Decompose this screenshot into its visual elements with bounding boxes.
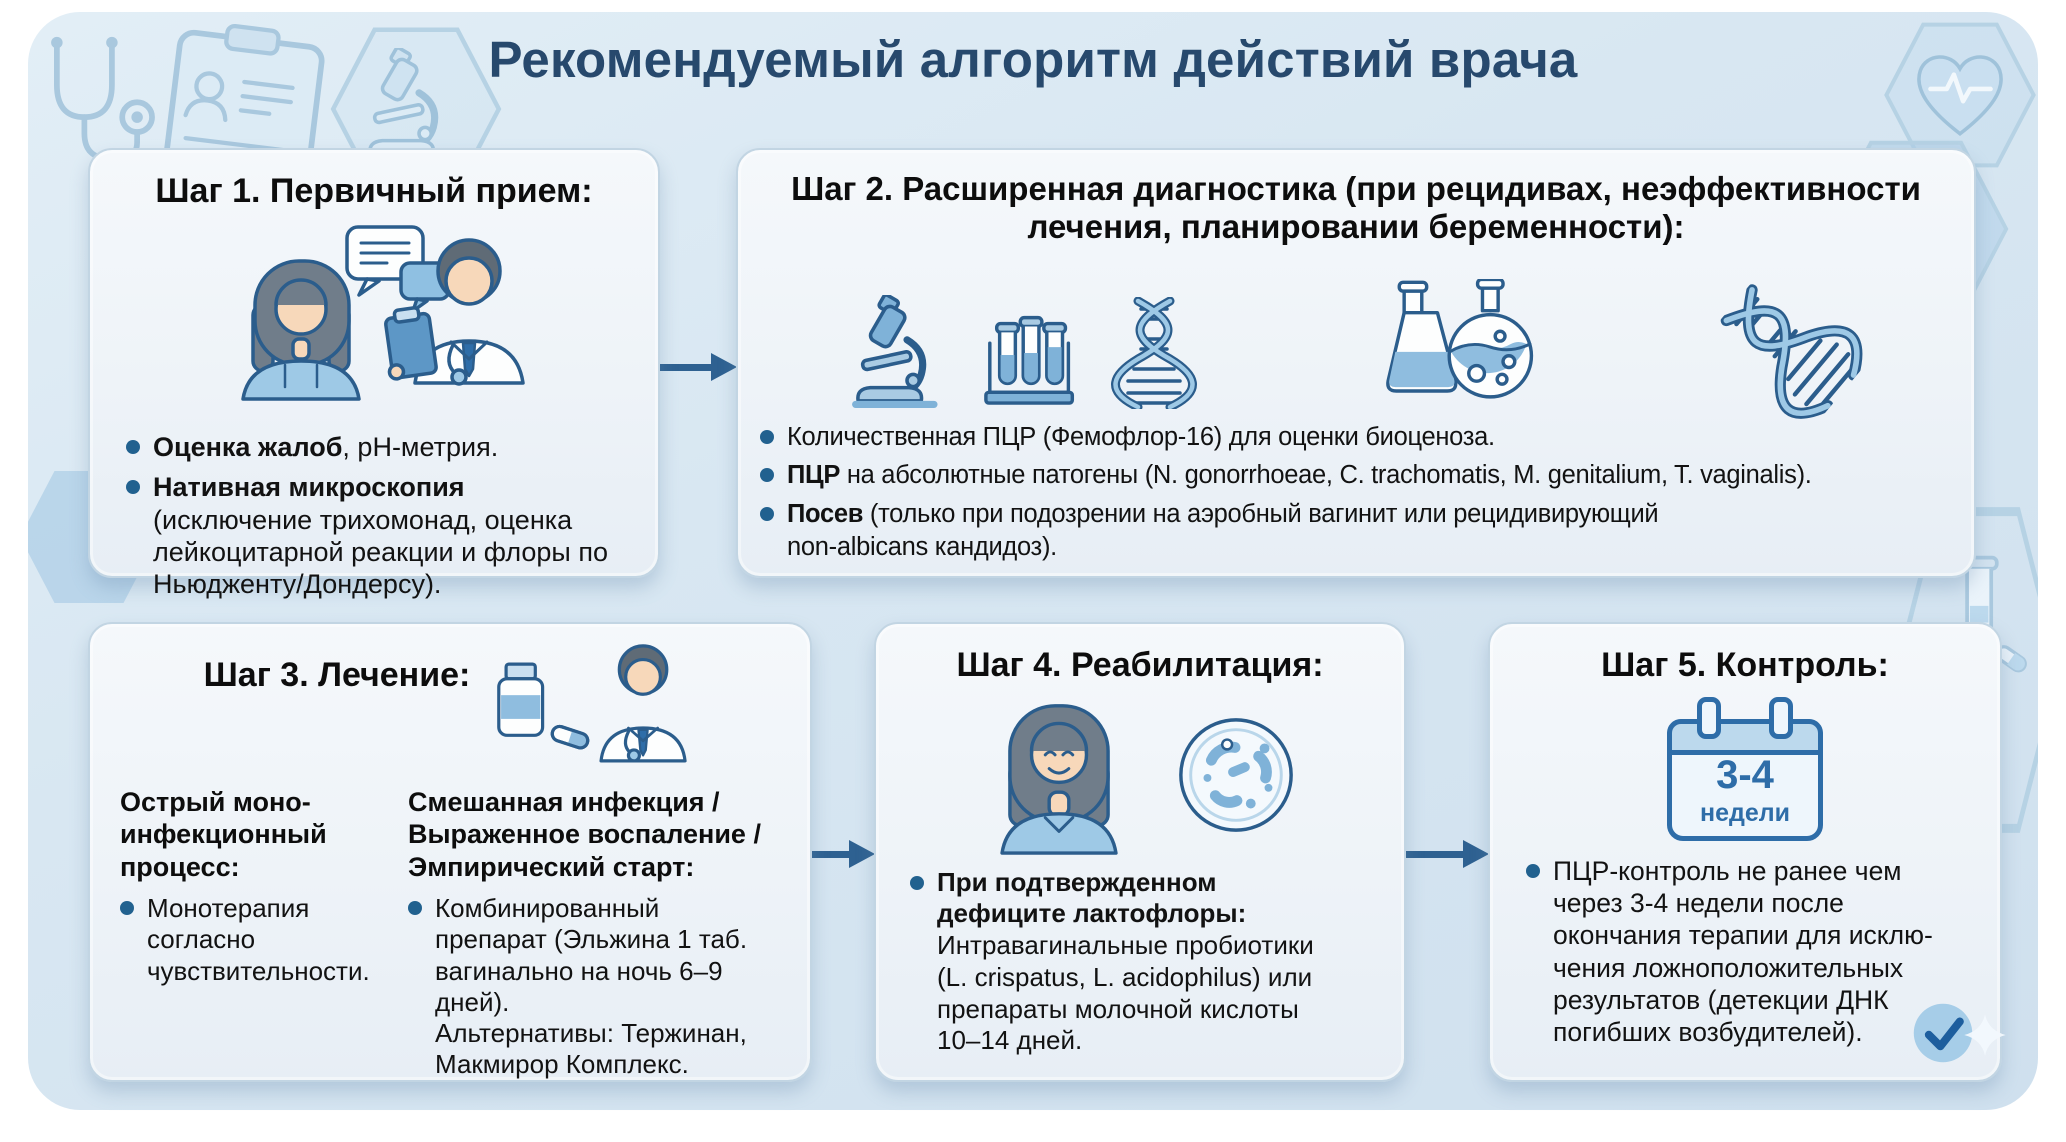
- bullet-text: ПЦР-контроль не ранее чем через 3-4 неде…: [1553, 855, 1933, 1048]
- page-title: Рекомендуемый алгоритм действий врача: [488, 31, 1578, 88]
- step-4-card: Шаг 4. Реабилитация:: [874, 622, 1406, 1082]
- step-3-column-mixed: Смешанная инфекция / Выраженное воспален…: [408, 786, 800, 1088]
- calendar-ring: [1697, 696, 1721, 739]
- bullet-bold-text: Нативная микроскопия: [153, 472, 465, 503]
- bullet-text: Монотерапия согласно чувствительности.: [147, 893, 370, 986]
- calendar-weeks-label: недели: [1699, 798, 1791, 827]
- calendar-weeks-number: 3-4: [1716, 752, 1774, 797]
- step-1-title: Шаг 1. Первичный прием:: [155, 172, 593, 210]
- bullet-item: Нативная микроскопия (исключение трихомо…: [126, 471, 638, 601]
- bullet-item: ПЦР-контроль не ранее чем через 3-4 неде…: [1526, 855, 1986, 1049]
- bullet-bold-text: Посев: [787, 499, 864, 528]
- bullet-dot: [126, 480, 140, 495]
- heart-pulse-icon: [1917, 55, 2003, 137]
- petri-dish-bacteria-icon: [1179, 717, 1293, 832]
- step-5-card: Шаг 5. Контроль: 3-4 недели ПЦР-контроль…: [1488, 622, 2002, 1082]
- calendar-icon: 3-4 недели: [1659, 696, 1831, 841]
- bullet-text: (только при подозрении на аэробный вагин…: [787, 499, 1659, 561]
- bullet-bold-text: ПЦР: [787, 461, 841, 490]
- bullet-dot: [408, 901, 422, 916]
- bullet-dot: [1526, 863, 1540, 878]
- step-4-title: Шаг 4. Реабилитация:: [956, 646, 1324, 684]
- test-tubes-rack-icon: [984, 316, 1075, 406]
- arrow-step4-to-step5: [1400, 840, 1489, 868]
- dna-helix-icon: [1716, 261, 1866, 420]
- step-3-column-acute: Острый моно- инфекционный процесс: Монот…: [120, 786, 372, 1088]
- checkmark-icon: [1913, 1003, 1973, 1063]
- bullet-dot: [910, 875, 924, 890]
- bullet-item: Комбинированный препарат (Эльжина 1 таб.…: [408, 893, 800, 1080]
- step-5-title: Шаг 5. Контроль:: [1601, 646, 1889, 684]
- step-1-bullets: Оценка жалоб, pH-метрия. Нативная микрос…: [90, 431, 658, 601]
- bullet-text: на абсолютные патогены (N. gonorrhoeae, …: [840, 461, 1812, 490]
- bullet-item: ПЦР на абсолютные патогены (N. gonorrhoe…: [760, 459, 1960, 492]
- step-5-bullets: ПЦР-контроль не ранее чем через 3-4 неде…: [1490, 855, 2000, 1049]
- bullet-item: Оценка жалоб, pH-метрия.: [126, 431, 638, 463]
- bullet-dot: [760, 506, 774, 521]
- bullet-text: Количественная ПЦР (Фемофлор-16) для оце…: [787, 423, 1495, 452]
- dna-helix-icon: [1111, 297, 1197, 410]
- doctor-with-medication-icon: [497, 644, 688, 763]
- smiling-woman-icon: [1000, 703, 1118, 855]
- step-2-icons: [738, 257, 1974, 420]
- calendar-header: [1667, 718, 1823, 755]
- bullet-dot: [760, 430, 774, 445]
- column-heading: Смешанная инфекция / Выраженное воспален…: [408, 787, 761, 882]
- step-3-title: Шаг 3. Лечение:: [203, 656, 471, 694]
- step-4-bullets: При подтвержденном дефиците лактофлоры: …: [876, 867, 1404, 1057]
- bullet-text: Интравагинальные пробиотики (L. crispatu…: [937, 930, 1314, 1056]
- bullet-text: , pH-метрия.: [342, 431, 499, 462]
- step-1-card: Шаг 1. Первичный прием:: [88, 148, 660, 596]
- step-2-title: Шаг 2. Расширенная диагностика (при реци…: [791, 170, 1921, 245]
- bullet-bold-text: При подтвержденном дефиците лактофлоры:: [937, 866, 1247, 929]
- step-3-card: Шаг 3. Лечение:: [88, 622, 812, 1082]
- bullet-item: Количественная ПЦР (Фемофлор-16) для оце…: [760, 421, 1960, 454]
- bullet-bold-text: Оценка жалоб: [153, 431, 343, 462]
- arrow-step1-to-step2: [652, 353, 737, 381]
- step-4-icons: [876, 691, 1404, 859]
- arrow-step3-to-step4: [784, 840, 875, 868]
- bullet-item: Монотерапия согласно чувствительности.: [120, 893, 372, 987]
- bullet-dot: [760, 468, 774, 483]
- lab-flasks-icon: [1386, 279, 1534, 399]
- bullet-text: (исключение трихомонад, оценка лейкоцита…: [153, 504, 608, 600]
- column-heading: Острый моно- инфекционный процесс:: [120, 787, 327, 882]
- bullet-text: Комбинированный препарат (Эльжина 1 таб.…: [435, 893, 748, 1080]
- bullet-item: Посев (только при подозрении на аэробный…: [760, 498, 1960, 564]
- microscope-icon: [852, 295, 938, 409]
- patient-doctor-consultation-icon: [241, 225, 525, 401]
- bullet-dot: [120, 901, 134, 916]
- bullet-dot: [126, 439, 140, 454]
- calendar-ring: [1769, 696, 1793, 739]
- bullet-item: При подтвержденном дефиците лактофлоры: …: [910, 867, 1388, 1057]
- sparkle-shape: [1964, 1014, 2006, 1056]
- step-2-bullets: Количественная ПЦР (Фемофлор-16) для оце…: [738, 421, 1974, 564]
- step-2-card: Шаг 2. Расширенная диагностика (при реци…: [736, 148, 1976, 578]
